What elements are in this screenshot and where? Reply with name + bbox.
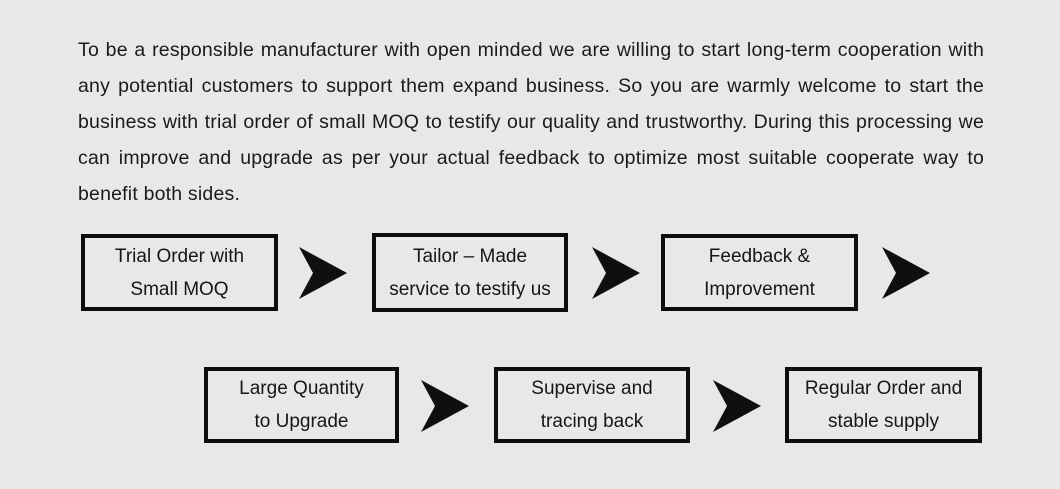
step-line-2: stable supply [828,411,939,432]
intro-paragraph: To be a responsible manufacturer with op… [78,38,984,205]
flow-step-large-quantity: Large Quantity to Upgrade [204,367,399,443]
right-arrow-icon [882,247,930,299]
step-line-2: service to testify us [389,278,551,300]
step-line-2: to Upgrade [254,411,349,432]
step-line-1: Tailor – Made [412,245,528,267]
step-line-1: Trial Order with [114,245,245,267]
step-line-2: Small MOQ [130,278,229,300]
step-line-1: Large Quantity [239,378,364,399]
flow-step-regular-order: Regular Order and stable supply [785,367,982,443]
flow-step-trial-order: Trial Order with Small MOQ [81,234,278,311]
flow-step-feedback-improvement: Feedback & Improvement [661,234,858,311]
step-line-1: Regular Order and [804,378,963,399]
step-line-1: Supervise and [531,378,653,399]
step-line-2: Improvement [704,278,815,300]
right-arrow-icon [592,247,640,299]
right-arrow-icon [713,380,761,432]
flow-step-supervise-tracing: Supervise and tracing back [494,367,690,443]
right-arrow-icon [421,380,469,432]
step-line-2: tracing back [540,411,644,432]
step-line-1: Feedback & [708,245,811,267]
flow-step-tailor-made: Tailor – Made service to testify us [372,233,568,312]
right-arrow-icon [299,247,347,299]
